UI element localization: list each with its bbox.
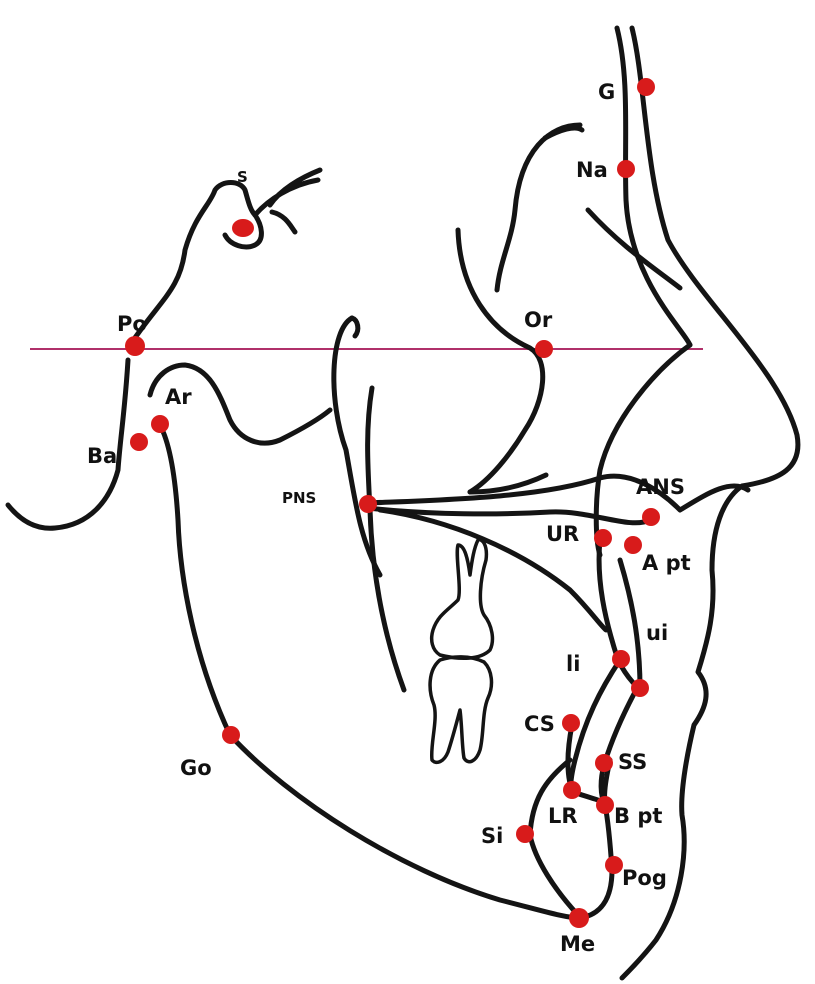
label-ans: ANS xyxy=(636,475,685,499)
label-ba: Ba xyxy=(87,444,117,468)
label-or: Or xyxy=(524,308,553,332)
label-li: li xyxy=(566,652,580,676)
label-ui: ui xyxy=(646,621,668,645)
landmark-apt-dot xyxy=(624,536,642,554)
orbit-upper-curve xyxy=(545,128,582,138)
landmark-li-dot xyxy=(612,650,630,668)
label-ar: Ar xyxy=(165,385,192,409)
cranial-base-upper xyxy=(130,183,255,346)
landmark-ur-dot xyxy=(594,529,612,547)
symphysis-outline xyxy=(580,760,612,918)
label-lr: LR xyxy=(548,804,578,828)
landmark-g-dot xyxy=(637,78,655,96)
landmark-pog-dot xyxy=(605,856,623,874)
pterygoid-plate xyxy=(368,388,404,690)
landmark-pns-dot xyxy=(359,495,377,513)
label-si: Si xyxy=(481,824,503,848)
label-apt: A pt xyxy=(642,551,691,575)
label-pog: Pog xyxy=(622,866,667,890)
landmark-na-dot xyxy=(617,160,635,178)
landmark-ba-dot xyxy=(130,433,148,451)
label-s: S xyxy=(237,168,248,186)
landmark-ar-dot xyxy=(151,415,169,433)
label-na: Na xyxy=(576,158,608,182)
label-pns: PNS xyxy=(282,489,316,507)
label-bpt: B pt xyxy=(614,804,662,828)
palatal-plane xyxy=(368,476,748,510)
landmark-go-dot xyxy=(222,726,240,744)
mandible-ramus-posterior xyxy=(160,425,230,735)
pterygoid-hook xyxy=(352,318,358,336)
label-ss: SS xyxy=(618,750,647,774)
label-g: G xyxy=(598,80,615,104)
lower-incisor xyxy=(571,660,636,805)
landmark-si-dot xyxy=(516,825,534,843)
landmark-ui-dot xyxy=(631,679,649,697)
label-me: Me xyxy=(560,932,595,956)
landmark-cs-dot xyxy=(562,714,580,732)
label-ur: UR xyxy=(546,522,579,546)
landmark-me-dot xyxy=(569,908,589,928)
anterior-clinoid xyxy=(255,170,320,232)
upper-molar-outline xyxy=(432,540,493,659)
lower-molar-outline xyxy=(430,657,491,763)
landmark-ss-dot xyxy=(595,754,613,772)
frontal-inner-curve xyxy=(497,125,580,290)
landmark-s-dot xyxy=(232,219,254,237)
landmark-bpt-dot xyxy=(596,796,614,814)
label-go: Go xyxy=(180,756,212,780)
landmark-or-dot xyxy=(535,340,553,358)
soft-tissue-profile xyxy=(622,28,798,978)
landmark-lr-dot xyxy=(563,781,581,799)
label-po: Po xyxy=(117,312,147,336)
label-cs: CS xyxy=(524,712,555,736)
landmark-po-dot xyxy=(125,336,145,356)
landmark-ans-dot xyxy=(642,508,660,526)
